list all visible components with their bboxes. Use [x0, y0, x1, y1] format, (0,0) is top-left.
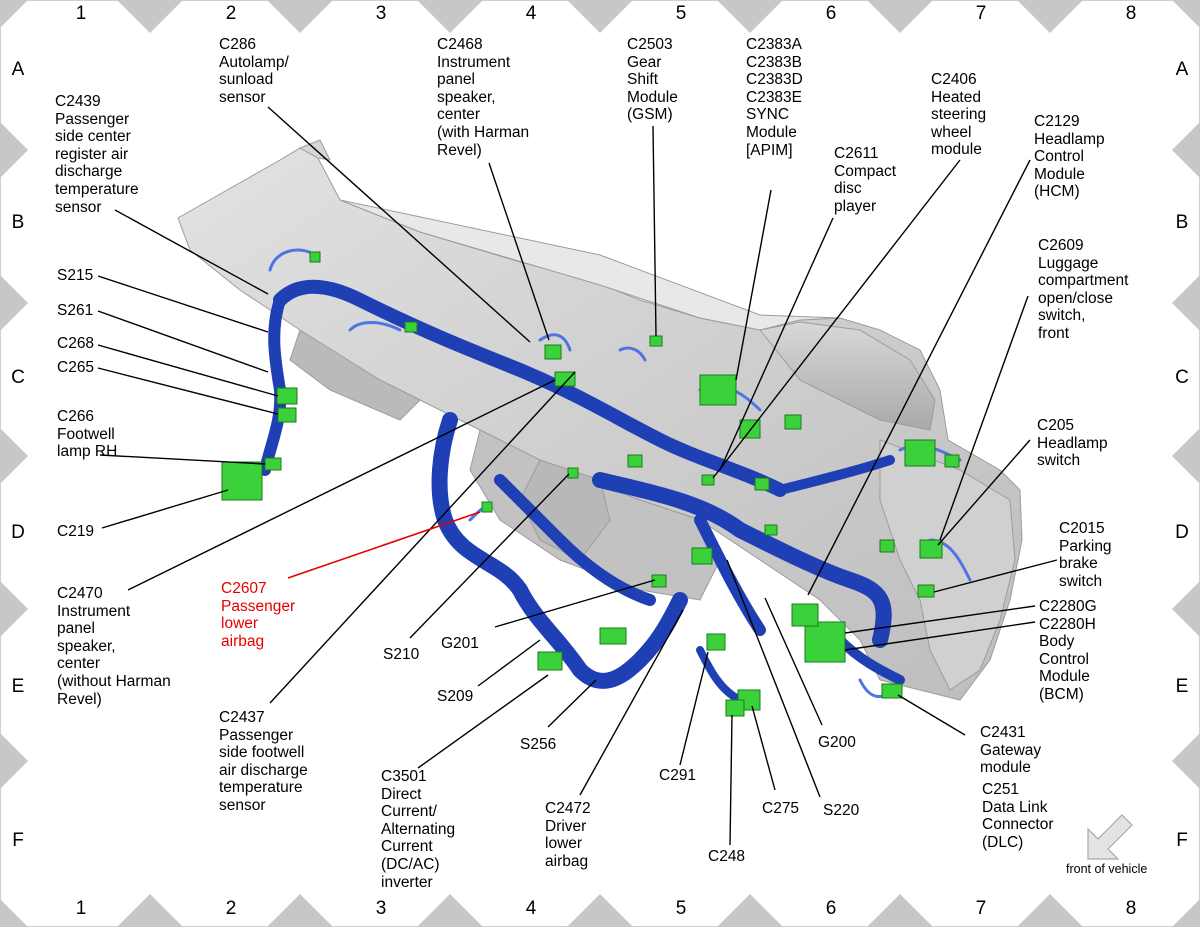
leader-line-c2607 [287, 511, 481, 579]
connector-c2439 [309, 251, 321, 263]
connector-c2431 [881, 683, 903, 699]
grid-row-b-right: B [1175, 212, 1189, 233]
grid-column-8-bottom: 8 [1125, 898, 1137, 919]
grid-column-1-bottom: 1 [75, 898, 87, 919]
label-c2470: C2470 Instrument panel speaker, center (… [57, 585, 171, 708]
grid-row-c-left: C [11, 367, 25, 388]
connectors [221, 251, 960, 717]
grid-column-5-top: 5 [675, 3, 687, 24]
label-c268: C268 [57, 335, 95, 352]
grid-column-4-top: 4 [525, 3, 537, 24]
label-c275: C275 [762, 800, 800, 817]
label-c205: C205 Headlamp switch [1037, 417, 1108, 470]
grid-column-2-top: 2 [225, 3, 237, 24]
label-c2503: C2503 Gear Shift Module (GSM) [627, 36, 678, 124]
grid-row-c-right: C [1175, 367, 1189, 388]
label-c3501: C3501 Direct Current/ Alternating Curren… [381, 768, 456, 891]
label-c266: C266 Footwell lamp RH [57, 408, 118, 461]
grid-row-e-right: E [1175, 676, 1189, 697]
connector-c2129 [754, 477, 770, 491]
grid-column-7-bottom: 7 [975, 898, 987, 919]
grid-row-e-left: E [11, 676, 25, 697]
label-c265: C265 [57, 359, 95, 376]
label-c251: C251 Data Link Connector (DLC) [982, 781, 1054, 851]
grid-row-a-right: A [1175, 59, 1189, 80]
connector-c2470 [554, 371, 576, 387]
grid-column-8-top: 8 [1125, 3, 1137, 24]
label-c286: C286 Autolamp/ sunload sensor [219, 36, 289, 106]
connector-c219 [221, 461, 263, 501]
label-c291: C291 [659, 767, 697, 784]
connector-c2607 [481, 501, 493, 513]
label-s215: S215 [57, 267, 94, 284]
connector-c2280 [804, 621, 846, 663]
grid-column-4-bottom: 4 [525, 898, 537, 919]
grid-column-3-bottom: 3 [375, 898, 387, 919]
connector-c2609 [919, 539, 943, 559]
label-s210: S210 [383, 646, 420, 663]
label-c248: C248 [708, 848, 746, 865]
label-c2437: C2437 Passenger side footwell air discha… [219, 709, 308, 814]
label-c2431: C2431 Gateway module [980, 724, 1042, 777]
front-of-vehicle-arrow-icon [1087, 814, 1133, 860]
label-s256: S256 [520, 736, 557, 753]
label-c2472: C2472 Driver lower airbag [545, 800, 591, 870]
label-c2280: C2280G C2280H Body Control Module (BCM) [1039, 598, 1097, 703]
leader-lines [97, 106, 1058, 846]
grid-row-f-left: F [12, 830, 24, 851]
label-c2439: C2439 Passenger side center register air… [55, 93, 139, 216]
label-g200: G200 [818, 734, 856, 751]
connector-c2472 [691, 547, 713, 565]
label-s209: S209 [437, 688, 474, 705]
grid-row-d-right: D [1175, 522, 1189, 543]
label-c2609: C2609 Luggage compartment open/close swi… [1038, 237, 1129, 342]
grid-column-3-top: 3 [375, 3, 387, 24]
connector-s210 [567, 467, 579, 479]
connector-c248 [725, 699, 745, 717]
connector-c2015 [917, 584, 935, 598]
label-c2406: C2406 Heated steering wheel module [931, 71, 987, 159]
connector-c265 [277, 407, 297, 423]
label-s220: S220 [823, 802, 860, 819]
connector-s209 [599, 627, 627, 645]
grid-row-b-left: B [11, 212, 25, 233]
wiring-harness [259, 248, 972, 704]
grid-row-f-right: F [1176, 830, 1188, 851]
connector-s256 [537, 651, 563, 671]
grid-column-6-bottom: 6 [825, 898, 837, 919]
label-c2611: C2611 Compact disc player [834, 145, 897, 215]
label-g201: G201 [441, 635, 479, 652]
label-c2607: C2607 Passenger lower airbag [221, 580, 296, 650]
grid-row-d-left: D [11, 522, 25, 543]
grid-column-2-bottom: 2 [225, 898, 237, 919]
label-c2468: C2468 Instrument panel speaker, center (… [437, 36, 530, 159]
grid-column-1-top: 1 [75, 3, 87, 24]
grid-column-7-top: 7 [975, 3, 987, 24]
connector-c205 [904, 439, 936, 467]
grid-row-a-left: A [11, 59, 25, 80]
connector-c2406 [701, 474, 715, 486]
grid-column-6-top: 6 [825, 3, 837, 24]
label-c2129: C2129 Headlamp Control Module (HCM) [1034, 113, 1105, 201]
connector-c2468 [544, 344, 562, 360]
front-of-vehicle-label: front of vehicle [1066, 862, 1148, 876]
connector-g200 [791, 603, 819, 627]
grid-column-5-bottom: 5 [675, 898, 687, 919]
connector-c2383 [699, 374, 737, 406]
label-c2015: C2015 Parking brake switch [1059, 520, 1112, 590]
label-c2383: C2383A C2383B C2383D C2383E SYNC Module … [746, 36, 803, 159]
connector-c291 [706, 633, 726, 651]
label-c219: C219 [57, 523, 95, 540]
label-s261: S261 [57, 302, 94, 319]
